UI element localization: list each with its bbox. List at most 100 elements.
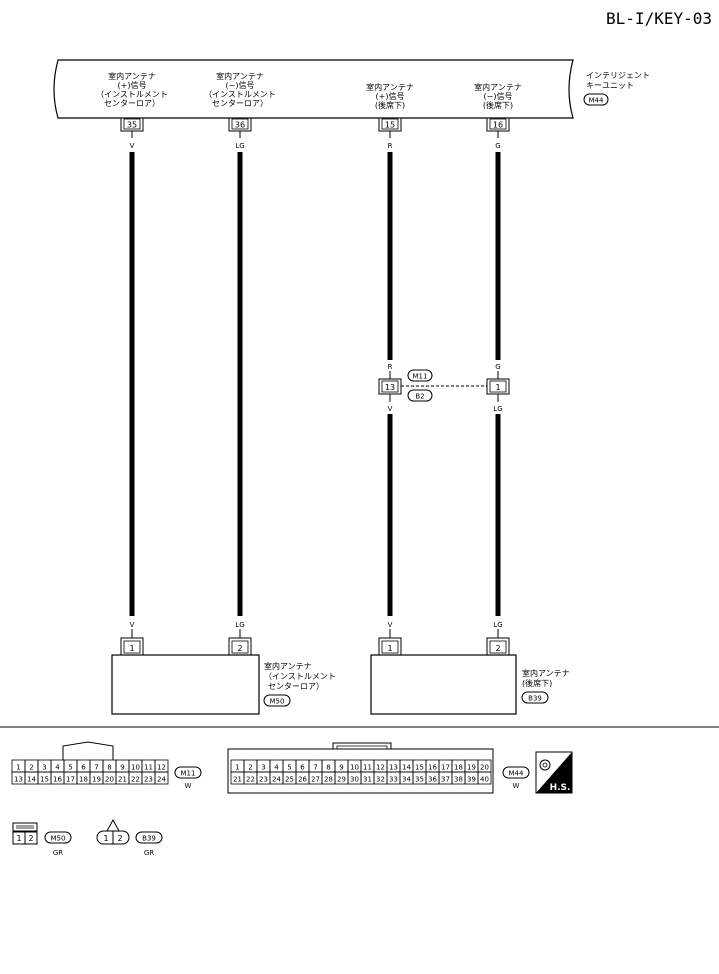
t35-line-1: 室内アンテナ: [108, 71, 156, 81]
pin-36: 36: [235, 121, 245, 130]
antenna-m50-connector: M50: [270, 698, 285, 706]
pin-35: 35: [127, 121, 137, 130]
t16-line-3: (後席下): [483, 100, 513, 110]
wire-color-top-15: R: [388, 142, 393, 150]
m44-pin-number: 1: [235, 764, 239, 772]
svg-text:M44: M44: [509, 770, 524, 778]
m11-pin-number: 23: [144, 776, 153, 784]
m44-pin-number: 37: [441, 776, 450, 784]
hs-badge: H.S.: [535, 751, 573, 794]
m11-pin-number: 22: [131, 776, 140, 784]
junction-color-above-right: G: [495, 363, 500, 371]
pin-15: 15: [385, 121, 395, 130]
wire-color-top-16: G: [495, 142, 500, 150]
t15-line-2: (+)信号: [376, 91, 405, 101]
antenna-b39-pin-2: 2: [495, 644, 500, 653]
wire-color-top-36: LG: [235, 142, 244, 150]
t36-line-2: (−)信号: [226, 80, 255, 90]
t15-line-3: (後席下): [375, 100, 405, 110]
m44-pin-number: 27: [311, 776, 320, 784]
m11-pin-number: 6: [81, 764, 86, 772]
pin-box-16: 16: [486, 117, 510, 132]
junction-color-below-right: LG: [493, 405, 502, 413]
antenna-m50-pin-1: 1: [129, 644, 134, 653]
pin-box-35: 35: [120, 117, 144, 132]
wire-color-bottom-2: LG: [235, 621, 244, 629]
m11-pin-number: 4: [55, 764, 60, 772]
m11-pin-number: 14: [27, 776, 36, 784]
t36-line-4: センターロア）: [212, 99, 268, 108]
junction-color-above-left: R: [388, 363, 393, 371]
antenna-m50-pin-2: 2: [237, 644, 242, 653]
pin-box-36: 36: [228, 117, 252, 132]
connector-face-m50: 1 2 M50 GR: [12, 822, 72, 857]
m44-pin-number: 36: [428, 776, 437, 784]
m44-pin-number: 14: [402, 764, 411, 772]
antenna-b39-pin-1: 1: [387, 644, 392, 653]
antenna-b39-body: [370, 654, 517, 715]
m11-pin-number: 12: [157, 764, 166, 772]
connector-m44-label: M44 W: [502, 766, 530, 790]
terminal-label-15: 室内アンテナ (+)信号 (後席下): [366, 82, 414, 110]
m11-pin-number: 19: [92, 776, 101, 784]
t36-line-1: 室内アンテナ: [216, 71, 264, 81]
wire-color-bottom-4: LG: [493, 621, 502, 629]
antenna-m50-body: [111, 654, 260, 715]
m11-pin-number: 9: [120, 764, 124, 772]
m11-pin-number: 21: [118, 776, 127, 784]
wire-color-bottom-1: V: [130, 621, 135, 629]
m44-pin-number: 21: [233, 776, 242, 784]
connector-face-b39: 1 2 B39 GR: [96, 818, 163, 857]
junction-pin-box-right: 1: [486, 378, 510, 395]
svg-text:B2: B2: [415, 393, 424, 401]
antenna-b39: 1 2 室内アンテナ (後席下) B39: [370, 637, 570, 715]
connector-m11-label: M11 W: [174, 766, 202, 790]
m44-pin-number: 19: [467, 764, 476, 772]
m44-pin-number: 8: [326, 764, 330, 772]
page-code: BL-I/KEY-03: [606, 9, 712, 28]
t16-line-1: 室内アンテナ: [474, 82, 522, 92]
key-unit-name-line-2: キーユニット: [586, 81, 634, 90]
pin-16: 16: [493, 121, 503, 130]
key-unit-name-line-1: インテリジェント: [586, 71, 650, 80]
m50-face-color: GR: [53, 849, 63, 857]
m44-pin-number: 13: [389, 764, 398, 772]
m44-pin-number: 22: [246, 776, 255, 784]
m11-pin-number: 24: [157, 776, 166, 784]
svg-text:M11: M11: [181, 770, 196, 778]
antenna-m50: 1 2 室内アンテナ （インストルメント センターロア） M50: [111, 637, 336, 715]
t16-line-2: (−)信号: [484, 91, 513, 101]
m44-pin-number: 7: [313, 764, 317, 772]
antenna-b39-connector: B39: [528, 695, 542, 703]
m44-pin-number: 10: [350, 764, 359, 772]
b39-face-color: GR: [144, 849, 154, 857]
terminal-label-35: 室内アンテナ (+)信号 （インストルメント センターロア）: [96, 71, 168, 108]
hs-badge-text: H.S.: [550, 783, 571, 793]
m44-pin-number: 23: [259, 776, 268, 784]
junction-connector-bottom: B2: [407, 389, 433, 402]
m44-pin-cell: [477, 771, 492, 785]
b39-face-pin-1: 1: [103, 834, 108, 843]
m11-pin-number: 8: [107, 764, 111, 772]
junction-connector-top: M11: [407, 369, 433, 382]
m50-face-pin-1: 1: [16, 834, 21, 843]
m11-pin-number: 7: [94, 764, 98, 772]
m11-pin-number: 17: [66, 776, 75, 784]
t35-line-2: (+)信号: [118, 80, 147, 90]
m44-pin-number: 35: [415, 776, 424, 784]
m44-pin-number: 16: [428, 764, 437, 772]
junction-pin-left: 13: [385, 383, 395, 392]
terminal-label-16: 室内アンテナ (−)信号 (後席下): [474, 82, 522, 110]
junction-pin-right: 1: [495, 383, 500, 392]
m11-pin-number: 11: [144, 764, 153, 772]
m44-pin-number: 29: [337, 776, 346, 784]
m44-pin-number: 38: [454, 776, 463, 784]
m44-pin-number: 11: [363, 764, 372, 772]
svg-text:M11: M11: [413, 373, 428, 381]
m50-face-pin-2: 2: [28, 834, 33, 843]
m44-pin-number: 39: [467, 776, 476, 784]
wire-color-bottom-3: V: [388, 621, 393, 629]
junction-color-below-left: V: [388, 405, 393, 413]
t36-line-3: （インストルメント: [204, 90, 276, 99]
